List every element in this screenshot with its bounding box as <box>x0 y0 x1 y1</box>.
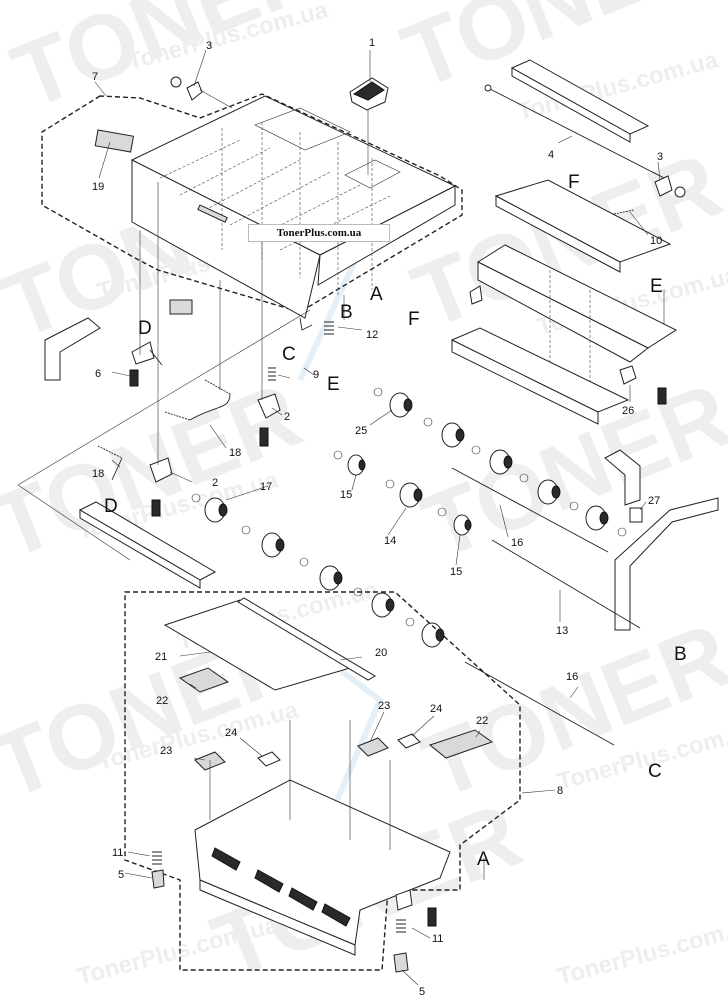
callout-14: 14 <box>384 535 396 547</box>
callout-12: 12 <box>366 329 378 341</box>
callout-18: 18 <box>229 447 241 459</box>
connector-e: E <box>327 374 340 395</box>
callout-5: 5 <box>118 869 124 881</box>
callout-13: 13 <box>556 625 568 637</box>
right-upper-parts <box>450 59 719 631</box>
callout-2: 2 <box>212 477 218 489</box>
roller-set <box>191 387 641 746</box>
callout-7: 7 <box>92 71 98 83</box>
callout-24: 24 <box>225 727 237 739</box>
callout-15: 15 <box>340 489 352 501</box>
callout-17: 17 <box>260 481 272 493</box>
callout-10: 10 <box>650 235 662 247</box>
connector-a: A <box>370 284 383 305</box>
connector-b: B <box>674 644 687 665</box>
latch-part-1 <box>349 77 389 175</box>
connector-a: A <box>477 849 490 870</box>
callout-labels: 1 2 2 3 3 4 5 5 7 8 9 10 11 11 12 13 14 … <box>92 37 663 998</box>
callout-9: 9 <box>313 369 319 381</box>
callout-18: 18 <box>92 468 104 480</box>
callout-3: 3 <box>657 151 663 163</box>
connector-c: C <box>648 761 662 782</box>
callout-23: 23 <box>378 700 390 712</box>
connector-d: D <box>138 318 152 339</box>
callout-24: 24 <box>430 703 442 715</box>
callout-25: 25 <box>355 425 367 437</box>
callout-3: 3 <box>206 40 212 52</box>
callout-15: 15 <box>450 566 462 578</box>
callout-16: 16 <box>566 671 578 683</box>
plate-part-19 <box>94 129 135 153</box>
connector-b: B <box>340 302 353 323</box>
connector-f: F <box>408 309 420 330</box>
left-side-parts <box>17 182 334 589</box>
watermark-site: TonerPlus.com.ua <box>555 911 728 991</box>
connector-c: C <box>282 344 296 365</box>
callout-2: 2 <box>284 411 290 423</box>
lower-guide-assembly <box>124 591 521 973</box>
callout-23: 23 <box>160 745 172 757</box>
leader-lines <box>94 49 665 986</box>
callout-11: 11 <box>112 847 123 859</box>
connector-d: D <box>104 496 118 517</box>
site-banner: TonerPlus.com.ua <box>248 224 390 242</box>
callout-1: 1 <box>369 37 375 49</box>
callout-11: 11 <box>432 933 443 945</box>
callout-22: 22 <box>476 715 488 727</box>
clip-part-3-left <box>170 76 233 109</box>
callout-6: 6 <box>95 368 101 380</box>
callout-27: 27 <box>648 495 660 507</box>
callout-26: 26 <box>622 405 634 417</box>
connector-f: F <box>568 172 580 193</box>
connector-letters: A A B B C C D D E E F F <box>104 172 687 870</box>
callout-4: 4 <box>548 149 554 161</box>
callout-20: 20 <box>375 647 387 659</box>
callout-5: 5 <box>419 986 425 998</box>
callout-22: 22 <box>156 695 168 707</box>
callout-8: 8 <box>557 785 563 797</box>
connector-e: E <box>650 276 663 297</box>
callout-19: 19 <box>92 181 104 193</box>
callout-21: 21 <box>155 651 167 663</box>
callout-16: 16 <box>511 537 523 549</box>
